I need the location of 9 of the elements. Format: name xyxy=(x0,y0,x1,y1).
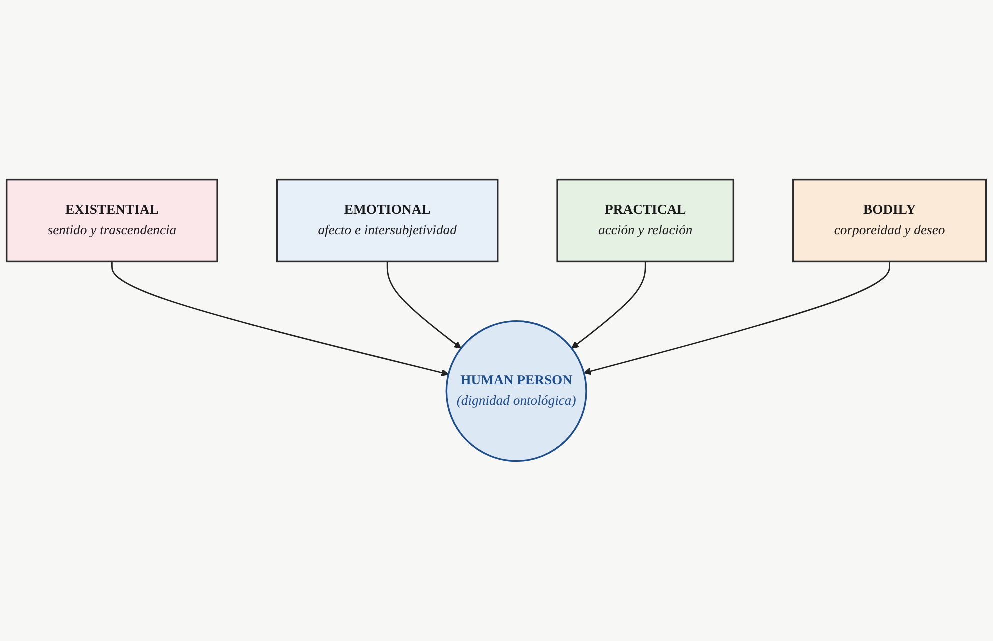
node-circle: HUMAN PERSON (dignidad ontológica) xyxy=(446,320,588,462)
node-box: EXISTENTIAL sentido y trascendencia xyxy=(6,178,218,262)
arrow xyxy=(572,262,646,349)
arrow xyxy=(112,262,450,377)
node-box: EMOTIONAL afecto e intersubjetividad xyxy=(276,178,499,262)
node-box: PRACTICAL acción y relación xyxy=(556,178,735,262)
node-box: BODILY corporeidad y deseo xyxy=(792,178,988,262)
arrow xyxy=(584,262,890,376)
arrow xyxy=(386,262,462,349)
